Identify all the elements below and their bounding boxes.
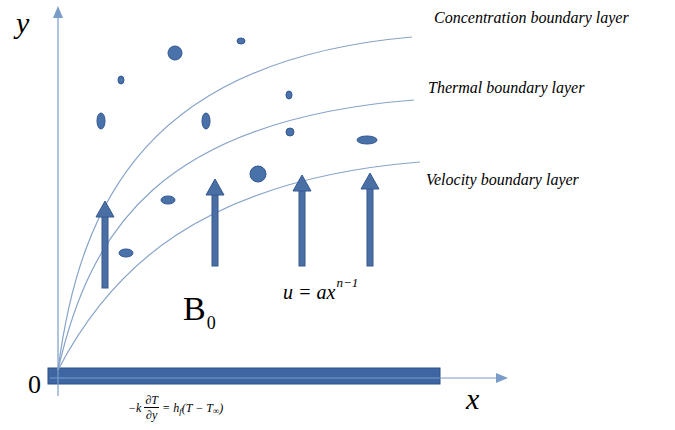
- boundary-condition: −k∂T∂y= hf(T − T∞): [128, 394, 223, 421]
- x-axis: [50, 377, 500, 378]
- thermal-curve: [58, 100, 414, 370]
- layer-label: Concentration boundary layer: [434, 10, 629, 26]
- velocity-curve: [58, 162, 420, 370]
- field-symbol: B: [183, 292, 206, 326]
- velocity-formula: u = ax: [283, 282, 335, 302]
- plate: [48, 368, 440, 384]
- equation-term: ∂y: [146, 408, 157, 421]
- equation-term: ∂T: [144, 394, 159, 408]
- y-axis-head: [53, 6, 63, 18]
- field-subscript: 0: [207, 314, 216, 332]
- flow-arrows: [96, 173, 379, 288]
- x-axis-head: [496, 373, 508, 383]
- velocity-exponent: n−1: [336, 276, 358, 289]
- fraction: ∂T∂y: [144, 394, 159, 421]
- equation-subscript: f: [179, 407, 182, 416]
- equation-term: (T − T: [182, 402, 213, 414]
- equation-term: −k: [128, 402, 141, 414]
- layer-label: Velocity boundary layer: [426, 172, 579, 188]
- axis-label: y: [16, 8, 29, 38]
- equation-subscript: ∞: [213, 407, 219, 416]
- layer-label: Thermal boundary layer: [428, 80, 584, 96]
- equation-term: ): [219, 402, 223, 414]
- particles: [97, 38, 377, 257]
- origin-label: 0: [28, 372, 41, 398]
- y-axis: [57, 14, 58, 396]
- axis-label: x: [466, 384, 479, 414]
- equation-term: = h: [162, 402, 179, 414]
